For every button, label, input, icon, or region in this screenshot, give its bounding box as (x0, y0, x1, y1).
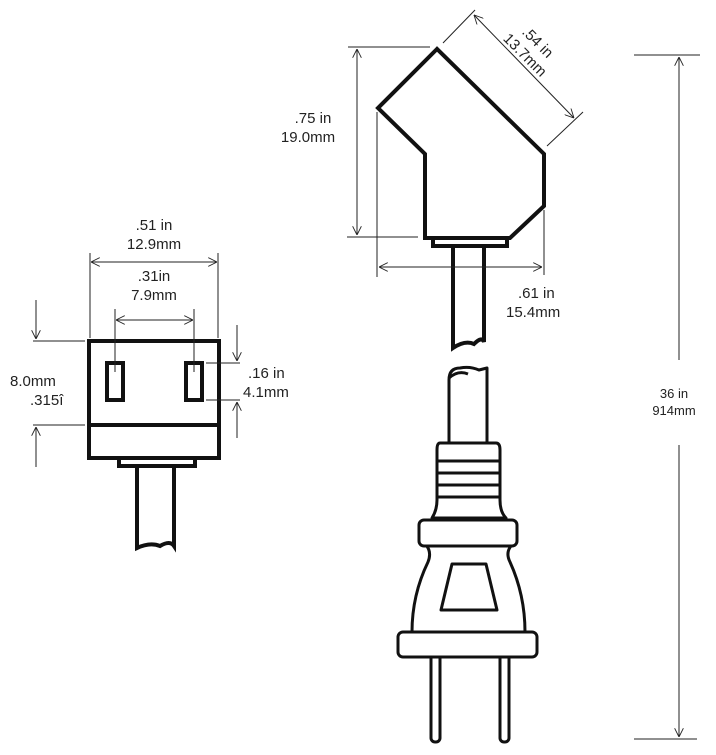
angle-height-mm: 19.0mm (281, 129, 335, 146)
plug-view (396, 365, 539, 744)
socket-cable (135, 466, 176, 553)
straight-socket-view (87, 339, 221, 553)
socket-height-mm: 8.0mm (10, 373, 56, 390)
socket-height-in: .315î (30, 392, 64, 409)
plug-cable-cut (448, 371, 469, 380)
socket-width-in: .51 in (136, 217, 173, 234)
plug-collar (417, 518, 519, 548)
socket-width-mm: 12.9mm (127, 236, 181, 253)
angled-socket-dimensions: .75 in 19.0mm .61 in 15.4mm .54 in 13.7m… (281, 9, 584, 321)
slot-height-in: .16 in (248, 365, 285, 382)
socket-dimensions: .51 in 12.9mm .31in 7.9mm 8.0mm .315î .1… (10, 217, 289, 467)
cord-length-mm: 914mm (652, 403, 695, 418)
angled-socket-view (375, 46, 546, 352)
cord-length-in: 36 in (660, 386, 688, 401)
plug-grip-window (439, 562, 499, 612)
plug-grip-ridges (437, 459, 500, 499)
slot-spacing-in: .31in (138, 268, 171, 285)
slot-height-mm: 4.1mm (243, 384, 289, 401)
plug-strain-relief (430, 441, 508, 520)
slot-spacing-mm: 7.9mm (131, 287, 177, 304)
angle-width-mm: 15.4mm (506, 304, 560, 321)
angled-socket-cable (451, 246, 486, 352)
angled-socket-body (375, 46, 546, 240)
plug-prong-left (429, 648, 442, 744)
plug-cable (447, 365, 489, 443)
angle-width-in: .61 in (518, 285, 555, 302)
plug-prong-right (498, 648, 511, 744)
plug-base (396, 630, 539, 659)
cord-length-dimension: 36 in 914mm (634, 54, 700, 740)
angle-height-in: .75 in (295, 110, 332, 127)
